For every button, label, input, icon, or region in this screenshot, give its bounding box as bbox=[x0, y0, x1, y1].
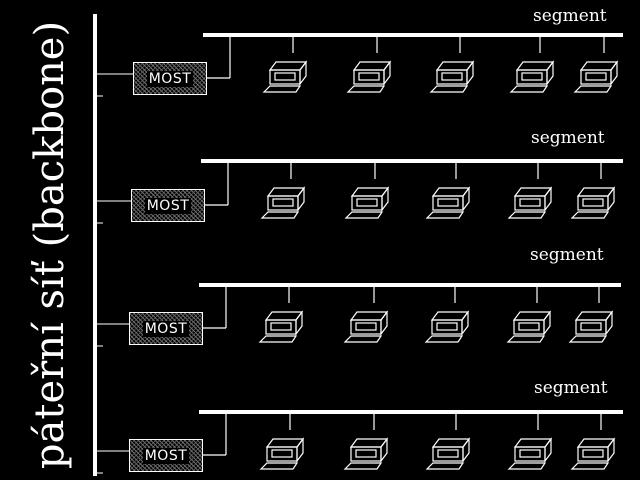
computer-icon bbox=[344, 186, 390, 219]
computer-icon bbox=[343, 437, 389, 470]
computer-keyboard bbox=[507, 462, 547, 470]
computer-side bbox=[381, 186, 389, 212]
computer-screen bbox=[519, 449, 541, 458]
computer-keyboard bbox=[573, 85, 613, 93]
computer-side bbox=[543, 310, 551, 336]
computer-icon bbox=[259, 437, 305, 470]
computer-keyboard bbox=[260, 211, 300, 219]
computer-icon bbox=[346, 60, 392, 93]
computer-side bbox=[461, 310, 469, 336]
computer-side bbox=[296, 437, 304, 463]
computer-icon bbox=[424, 310, 470, 343]
computer-icon bbox=[425, 186, 471, 219]
computer-keyboard bbox=[509, 85, 549, 93]
computer-icon bbox=[570, 186, 616, 219]
computer-icon bbox=[262, 60, 308, 93]
computer-keyboard bbox=[346, 85, 386, 93]
computer-screen bbox=[436, 322, 458, 331]
backbone-label: páteřní síť (backbone) bbox=[27, 20, 73, 470]
segment-label: segment bbox=[533, 6, 607, 26]
computer-keyboard bbox=[424, 335, 464, 343]
computer-side bbox=[605, 310, 613, 336]
bridge-label: MOST bbox=[142, 447, 190, 464]
computer-side bbox=[462, 437, 470, 463]
computer-icon bbox=[260, 186, 306, 219]
computer-screen bbox=[441, 72, 463, 81]
computer-icon bbox=[343, 310, 389, 343]
bridge-label: MOST bbox=[146, 70, 194, 87]
computer-side bbox=[297, 186, 305, 212]
computer-keyboard bbox=[570, 211, 610, 219]
computer-side bbox=[299, 60, 307, 86]
computer-screen bbox=[437, 198, 459, 207]
computer-side bbox=[295, 310, 303, 336]
computer-icon bbox=[507, 437, 553, 470]
bridge-box: MOST bbox=[129, 439, 203, 472]
computer-screen bbox=[585, 72, 607, 81]
bridge-label: MOST bbox=[144, 197, 192, 214]
computer-keyboard bbox=[344, 211, 384, 219]
computer-side bbox=[607, 437, 615, 463]
computer-screen bbox=[521, 72, 543, 81]
computer-screen bbox=[356, 198, 378, 207]
computer-side bbox=[380, 310, 388, 336]
computer-screen bbox=[358, 72, 380, 81]
computer-screen bbox=[355, 449, 377, 458]
segment-label: segment bbox=[534, 378, 608, 398]
computer-keyboard bbox=[425, 462, 465, 470]
computer-screen bbox=[437, 449, 459, 458]
computer-icon bbox=[573, 60, 619, 93]
computer-side bbox=[462, 186, 470, 212]
computer-keyboard bbox=[343, 462, 383, 470]
computer-side bbox=[383, 60, 391, 86]
computer-icon bbox=[570, 437, 616, 470]
computer-screen bbox=[355, 322, 377, 331]
computer-icon bbox=[568, 310, 614, 343]
computer-keyboard bbox=[570, 462, 610, 470]
computer-keyboard bbox=[506, 335, 546, 343]
computer-screen bbox=[272, 198, 294, 207]
bridge-box: MOST bbox=[133, 62, 207, 95]
computer-screen bbox=[270, 322, 292, 331]
computer-icon bbox=[507, 186, 553, 219]
bridge-label: MOST bbox=[142, 320, 190, 337]
bridge-box: MOST bbox=[131, 189, 205, 222]
computer-side bbox=[607, 186, 615, 212]
computer-screen bbox=[582, 449, 604, 458]
computer-icon bbox=[509, 60, 555, 93]
computer-side bbox=[610, 60, 618, 86]
computer-screen bbox=[271, 449, 293, 458]
computer-screen bbox=[580, 322, 602, 331]
computer-keyboard bbox=[343, 335, 383, 343]
computer-keyboard bbox=[429, 85, 469, 93]
computer-side bbox=[544, 186, 552, 212]
computer-screen bbox=[519, 198, 541, 207]
computer-screen bbox=[274, 72, 296, 81]
computer-keyboard bbox=[258, 335, 298, 343]
computer-side bbox=[380, 437, 388, 463]
computer-keyboard bbox=[259, 462, 299, 470]
segment-label: segment bbox=[530, 245, 604, 265]
computer-screen bbox=[582, 198, 604, 207]
computer-icon bbox=[429, 60, 475, 93]
computer-screen bbox=[518, 322, 540, 331]
segment-label: segment bbox=[531, 128, 605, 148]
computer-icon bbox=[506, 310, 552, 343]
bridge-box: MOST bbox=[129, 312, 203, 345]
computer-side bbox=[546, 60, 554, 86]
computer-keyboard bbox=[568, 335, 608, 343]
computer-keyboard bbox=[507, 211, 547, 219]
computer-keyboard bbox=[262, 85, 302, 93]
computer-keyboard bbox=[425, 211, 465, 219]
computer-icon bbox=[425, 437, 471, 470]
computer-icon bbox=[258, 310, 304, 343]
computer-side bbox=[466, 60, 474, 86]
computer-side bbox=[544, 437, 552, 463]
